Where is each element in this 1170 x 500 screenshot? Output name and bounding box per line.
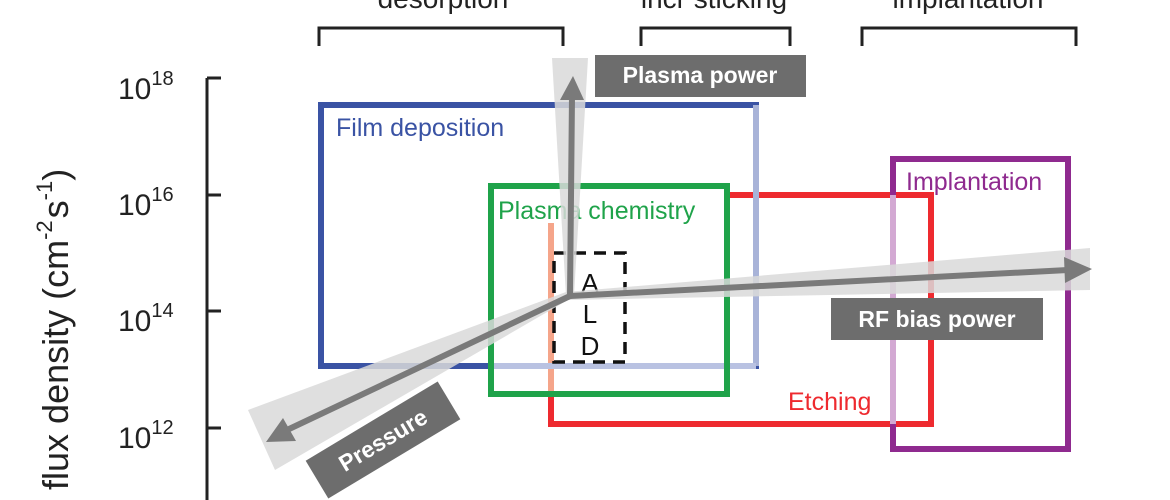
y-axis-title: n flux density (cm-2s-1) <box>32 169 76 500</box>
tick-label-1e12: 1012 <box>118 417 174 455</box>
label-desorption: desorption <box>378 0 509 14</box>
rf-bias-arrowhead <box>1064 257 1092 283</box>
plasma-power-arrowhead <box>560 76 584 100</box>
plasma-chemistry-label: Plasma chemistry <box>498 197 696 225</box>
film-deposition-label: Film deposition <box>336 114 504 142</box>
rf-bias-arrow-shaft <box>567 267 1071 299</box>
pressure-arrow-shaft <box>284 293 573 433</box>
label-implantation: implantation <box>893 0 1044 14</box>
bracket-implantation <box>860 26 1078 46</box>
y-tick-labels: 1018 1016 1014 1012 <box>118 68 174 455</box>
bracket-desorption <box>317 26 565 46</box>
tick-label-1e16: 1016 <box>118 184 174 222</box>
rf-bias-power-label-box: RF bias power <box>831 298 1043 340</box>
top-brackets <box>317 26 1078 46</box>
tick-label-1e14: 1014 <box>118 300 174 338</box>
implantation-label: Implantation <box>906 168 1042 196</box>
plasma-power-label-box: Plasma power <box>595 55 806 97</box>
tick-label-1e18: 1018 <box>118 68 174 106</box>
etching-label: Etching <box>788 388 871 416</box>
arrows <box>266 76 1092 442</box>
plasma-power-arrow-shaft <box>567 93 575 299</box>
pressure-arrowhead <box>266 418 296 442</box>
bracket-incr-sticking <box>639 26 792 46</box>
label-incr-sticking: incr sticking <box>641 0 787 14</box>
plasma-power-label: Plasma power <box>623 62 778 88</box>
y-axis <box>205 76 221 500</box>
rf-bias-power-label: RF bias power <box>858 306 1015 332</box>
film-deposition-region <box>318 102 759 369</box>
ald-letter-d: D <box>581 331 600 361</box>
ald-letter-l: L <box>583 299 597 329</box>
